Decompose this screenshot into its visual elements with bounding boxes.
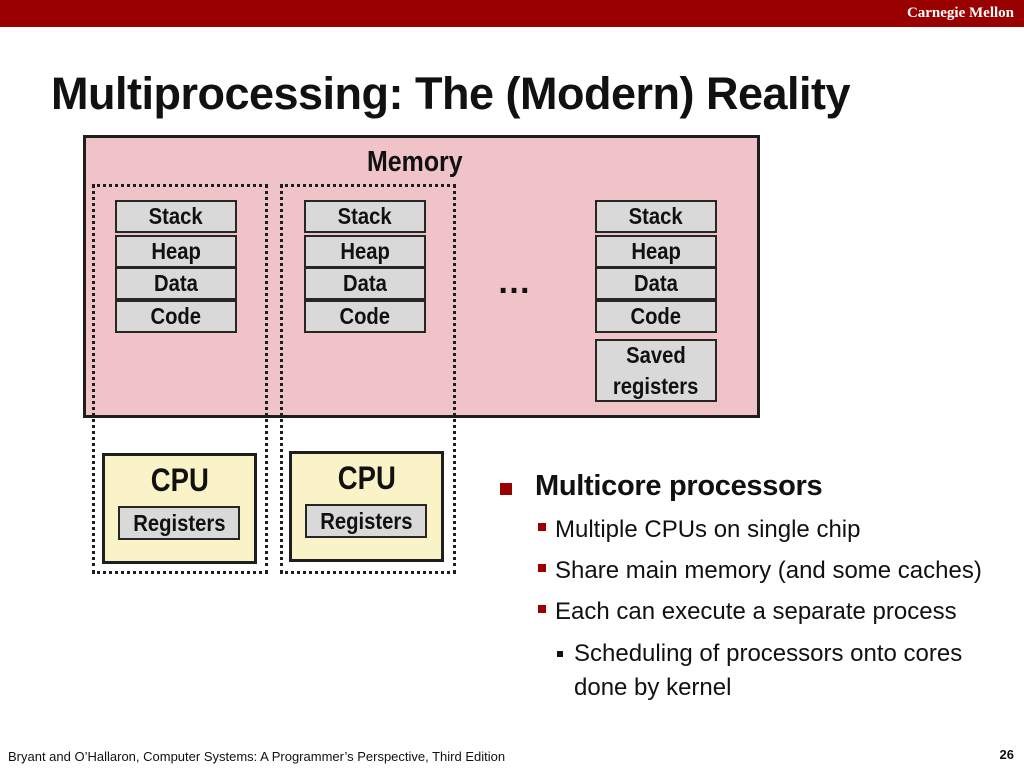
more-processes-ellipsis: … — [497, 263, 532, 301]
code-segment: Code — [595, 300, 717, 333]
segment-label: Data — [154, 270, 198, 296]
sub-bullet: Each can execute a separate process — [555, 598, 957, 625]
segment-label: Stack — [337, 203, 393, 229]
segment-label: Stack — [148, 203, 204, 229]
registers-label: Registers — [319, 507, 413, 534]
sub-bullet: Multiple CPUs on single chip — [555, 516, 861, 543]
heap-segment: Heap — [304, 235, 426, 268]
core-outline-1 — [92, 184, 268, 574]
cpu-box: CPU Registers — [102, 453, 257, 564]
data-segment: Data — [595, 267, 717, 300]
segment-label: Code — [339, 303, 391, 329]
bullet-main: Multicore processors — [535, 470, 823, 502]
code-segment: Code — [304, 300, 426, 333]
core-outline-2 — [280, 184, 456, 574]
saved-registers-line2: registers — [613, 372, 699, 399]
header-bar: Carnegie Mellon — [0, 0, 1024, 27]
segment-label: Stack — [628, 203, 684, 229]
page-number: 26 — [999, 747, 1014, 762]
slide-title: Multiprocessing: The (Modern) Reality — [51, 68, 851, 119]
heap-segment: Heap — [115, 235, 237, 268]
cpu-label-text: CPU — [337, 460, 396, 496]
bullet-square-icon — [500, 483, 512, 495]
segment-label: Data — [634, 270, 678, 296]
segment-label: Code — [630, 303, 682, 329]
cpu-box: CPU Registers — [289, 451, 444, 562]
cpu-label: CPU — [105, 462, 254, 499]
segment-label: Code — [150, 303, 202, 329]
cpu-label-text: CPU — [150, 462, 209, 498]
segment-label: Data — [343, 270, 387, 296]
memory-label: Memory — [367, 146, 463, 178]
heap-segment: Heap — [595, 235, 717, 268]
saved-registers-box: Saved registers — [595, 339, 717, 402]
segment-label: Heap — [631, 238, 681, 264]
sub-bullet-square-icon — [538, 605, 546, 613]
saved-registers-line1: Saved — [626, 341, 686, 368]
registers-label: Registers — [132, 509, 226, 536]
sub-bullet: Share main memory (and some caches) — [555, 557, 982, 584]
code-segment: Code — [115, 300, 237, 333]
registers-box: Registers — [118, 506, 240, 540]
data-segment: Data — [304, 267, 426, 300]
cpu-label: CPU — [292, 460, 441, 497]
registers-box: Registers — [305, 504, 427, 538]
segment-label: Heap — [340, 238, 390, 264]
stack-segment: Stack — [115, 200, 237, 233]
stack-segment: Stack — [595, 200, 717, 233]
stack-segment: Stack — [304, 200, 426, 233]
sub-bullet-square-icon — [538, 564, 546, 572]
segment-label: Heap — [151, 238, 201, 264]
subsub-bullet-square-icon — [557, 651, 563, 657]
subsub-bullet: Scheduling of processors onto cores done… — [574, 640, 963, 701]
data-segment: Data — [115, 267, 237, 300]
org-name: Carnegie Mellon — [906, 5, 1014, 21]
sub-bullet-square-icon — [538, 523, 546, 531]
footer-citation: Bryant and O’Hallaron, Computer Systems:… — [8, 749, 506, 764]
